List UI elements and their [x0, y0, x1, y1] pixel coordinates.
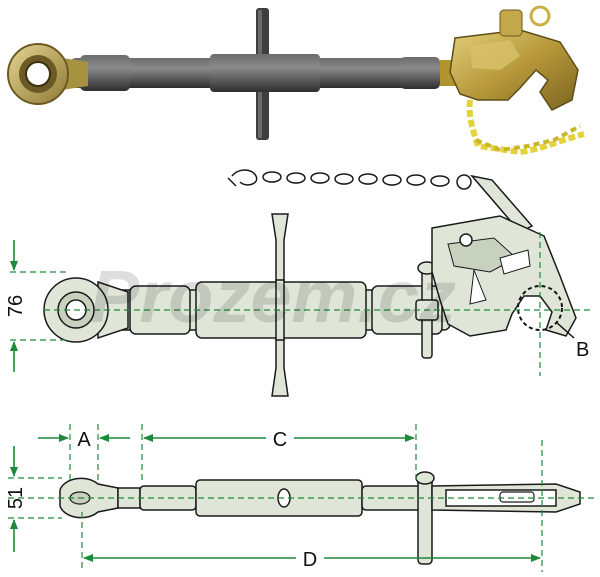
dimension-d: D — [83, 546, 541, 571]
drawing-chain — [227, 169, 534, 233]
product-photo — [7, 5, 585, 156]
dimension-c-label: C — [273, 429, 287, 451]
dimension-76-label: 76 — [5, 295, 27, 317]
dimension-c: C — [143, 426, 415, 451]
photo-hook — [449, 29, 579, 111]
dimension-a: A — [38, 429, 130, 451]
dimension-b-circle — [517, 285, 563, 331]
dimension-76: 76 — [5, 240, 70, 372]
dimension-d-label: D — [303, 549, 317, 571]
top-view-drawing: A C 51 D — [5, 424, 596, 572]
side-view-drawing: B 76 Prozem.cz — [5, 169, 590, 397]
drawing-eye-end — [43, 277, 129, 343]
dimension-b-label: B — [576, 339, 589, 361]
photo-chain — [466, 99, 585, 156]
dimension-51-label: 51 — [5, 487, 27, 509]
dimension-a-label: A — [77, 429, 91, 451]
dimension-51: 51 — [5, 446, 27, 552]
watermark: Prozem.cz — [90, 255, 456, 338]
